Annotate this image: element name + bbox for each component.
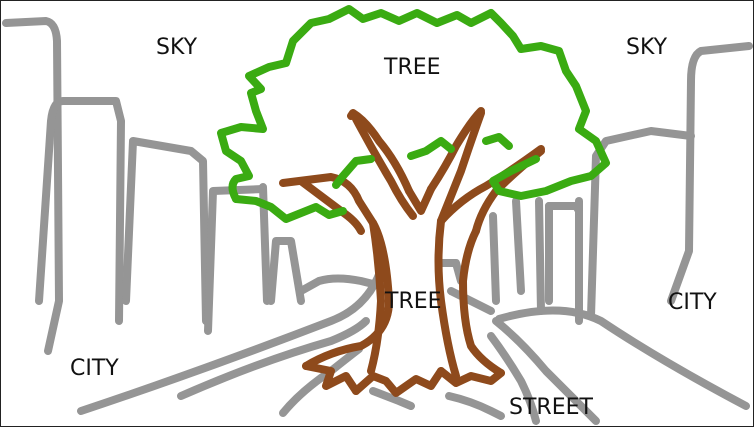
city-label-right: CITY <box>668 290 717 315</box>
building-left-3 <box>122 137 210 325</box>
trunk-right-top-inner <box>437 109 485 225</box>
building-left-2 <box>35 97 125 325</box>
canopy-inner-mid <box>407 137 455 160</box>
street-right-inner-2 <box>487 332 540 425</box>
street-label: STREET <box>509 395 593 420</box>
root-center <box>352 367 445 397</box>
canopy-inner-right <box>482 133 513 150</box>
building-right-4 <box>545 202 583 215</box>
trunk-center-left <box>367 219 385 375</box>
tree-label-top: TREE <box>384 55 441 80</box>
trunk-left-branch <box>279 173 393 370</box>
city-label-left: CITY <box>70 356 119 381</box>
trunk-right-side <box>459 227 505 377</box>
trunk-left-top-inner <box>352 115 417 220</box>
city-right-buildings <box>369 42 753 425</box>
street-center-left <box>369 387 415 410</box>
building-left-4 <box>204 185 267 335</box>
building-right-1 <box>667 42 753 305</box>
trunk-center-v <box>405 185 435 215</box>
root-left <box>302 362 360 395</box>
trunk-center-right <box>434 217 460 380</box>
building-right-2 <box>587 127 695 320</box>
root-right <box>437 367 505 387</box>
building-left-1 <box>2 17 63 355</box>
trunk-right-top <box>427 107 485 193</box>
building-right-6 <box>535 197 545 315</box>
sky-label-right: SKY <box>626 35 668 60</box>
city-left-buildings <box>2 17 387 417</box>
building-left-7 <box>297 274 385 295</box>
street-center <box>437 259 465 285</box>
canopy-bottom-left <box>232 195 347 223</box>
street-right-inner <box>492 317 600 425</box>
building-right-8 <box>489 212 500 305</box>
street-left-curb-2 <box>177 317 370 400</box>
tree-label-trunk: TREE <box>385 289 442 314</box>
building-left-6 <box>267 237 305 305</box>
sky-label-left: SKY <box>156 35 198 60</box>
canopy-inner-left <box>332 155 375 189</box>
street-left-curb <box>77 259 387 415</box>
building-right-7 <box>512 197 525 295</box>
street-center-right <box>445 392 505 420</box>
tree-canopy <box>217 5 610 223</box>
canopy-outline <box>217 5 610 203</box>
street-right-curb <box>495 306 750 410</box>
street-right-small <box>447 287 495 315</box>
